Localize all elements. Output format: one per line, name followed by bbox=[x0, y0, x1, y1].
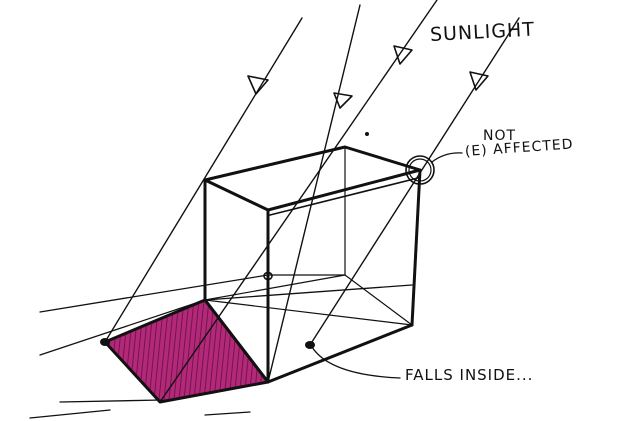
ground-line-1 bbox=[39, 299, 206, 356]
not-affected-leader bbox=[431, 152, 463, 163]
box-top-double-line bbox=[269, 177, 419, 216]
arrowhead-1 bbox=[247, 75, 269, 95]
not-label: NOT bbox=[483, 128, 517, 144]
inside-point-dot bbox=[305, 341, 315, 349]
hatch-line bbox=[83, 290, 95, 410]
ground-line-6 bbox=[204, 411, 251, 416]
hatch-line bbox=[187, 300, 201, 402]
ground-line-5 bbox=[29, 409, 111, 419]
ground-lines bbox=[29, 274, 413, 419]
hatch-line bbox=[172, 300, 186, 402]
arrowhead-4 bbox=[469, 71, 489, 91]
not-affected-marker bbox=[405, 152, 463, 185]
ground-line-3 bbox=[204, 284, 413, 301]
hatch-line bbox=[177, 300, 191, 402]
not-affected-circle bbox=[405, 155, 435, 185]
ray-arrowheads bbox=[247, 45, 489, 109]
hatch-line bbox=[88, 290, 100, 410]
box-edge-front-right bbox=[410, 168, 422, 327]
hatch-line bbox=[182, 300, 196, 402]
cast-shadow bbox=[78, 290, 290, 410]
box-center-dot bbox=[263, 271, 273, 281]
ground-line-2 bbox=[39, 274, 269, 313]
box-hidden-edges bbox=[204, 146, 413, 326]
box-bottom-left-edge bbox=[203, 298, 270, 384]
hatch-line bbox=[247, 300, 261, 402]
falls-inside-label: FALLS INSIDE... bbox=[405, 366, 534, 384]
hatch-line bbox=[78, 290, 90, 410]
hatch-line bbox=[197, 300, 211, 402]
ground-line-4 bbox=[59, 399, 163, 403]
box-outline bbox=[203, 145, 422, 384]
sun-ray-3 bbox=[267, 4, 361, 383]
hatch-line bbox=[278, 290, 290, 410]
hatch-line bbox=[105, 300, 106, 402]
hatch-line bbox=[192, 300, 206, 402]
hatch-line bbox=[105, 300, 111, 402]
hatch-line bbox=[252, 300, 266, 402]
shadow-corner-dot bbox=[100, 338, 110, 346]
falls-inside-leader bbox=[311, 346, 401, 379]
box-back-right-base bbox=[344, 274, 413, 326]
box-bottom-right-edge bbox=[266, 323, 414, 384]
box-back-left-base bbox=[204, 274, 346, 301]
arrowhead-2 bbox=[333, 92, 353, 109]
box-diagonal bbox=[204, 299, 413, 326]
small-speck bbox=[365, 132, 369, 136]
arrowhead-3 bbox=[393, 45, 413, 65]
